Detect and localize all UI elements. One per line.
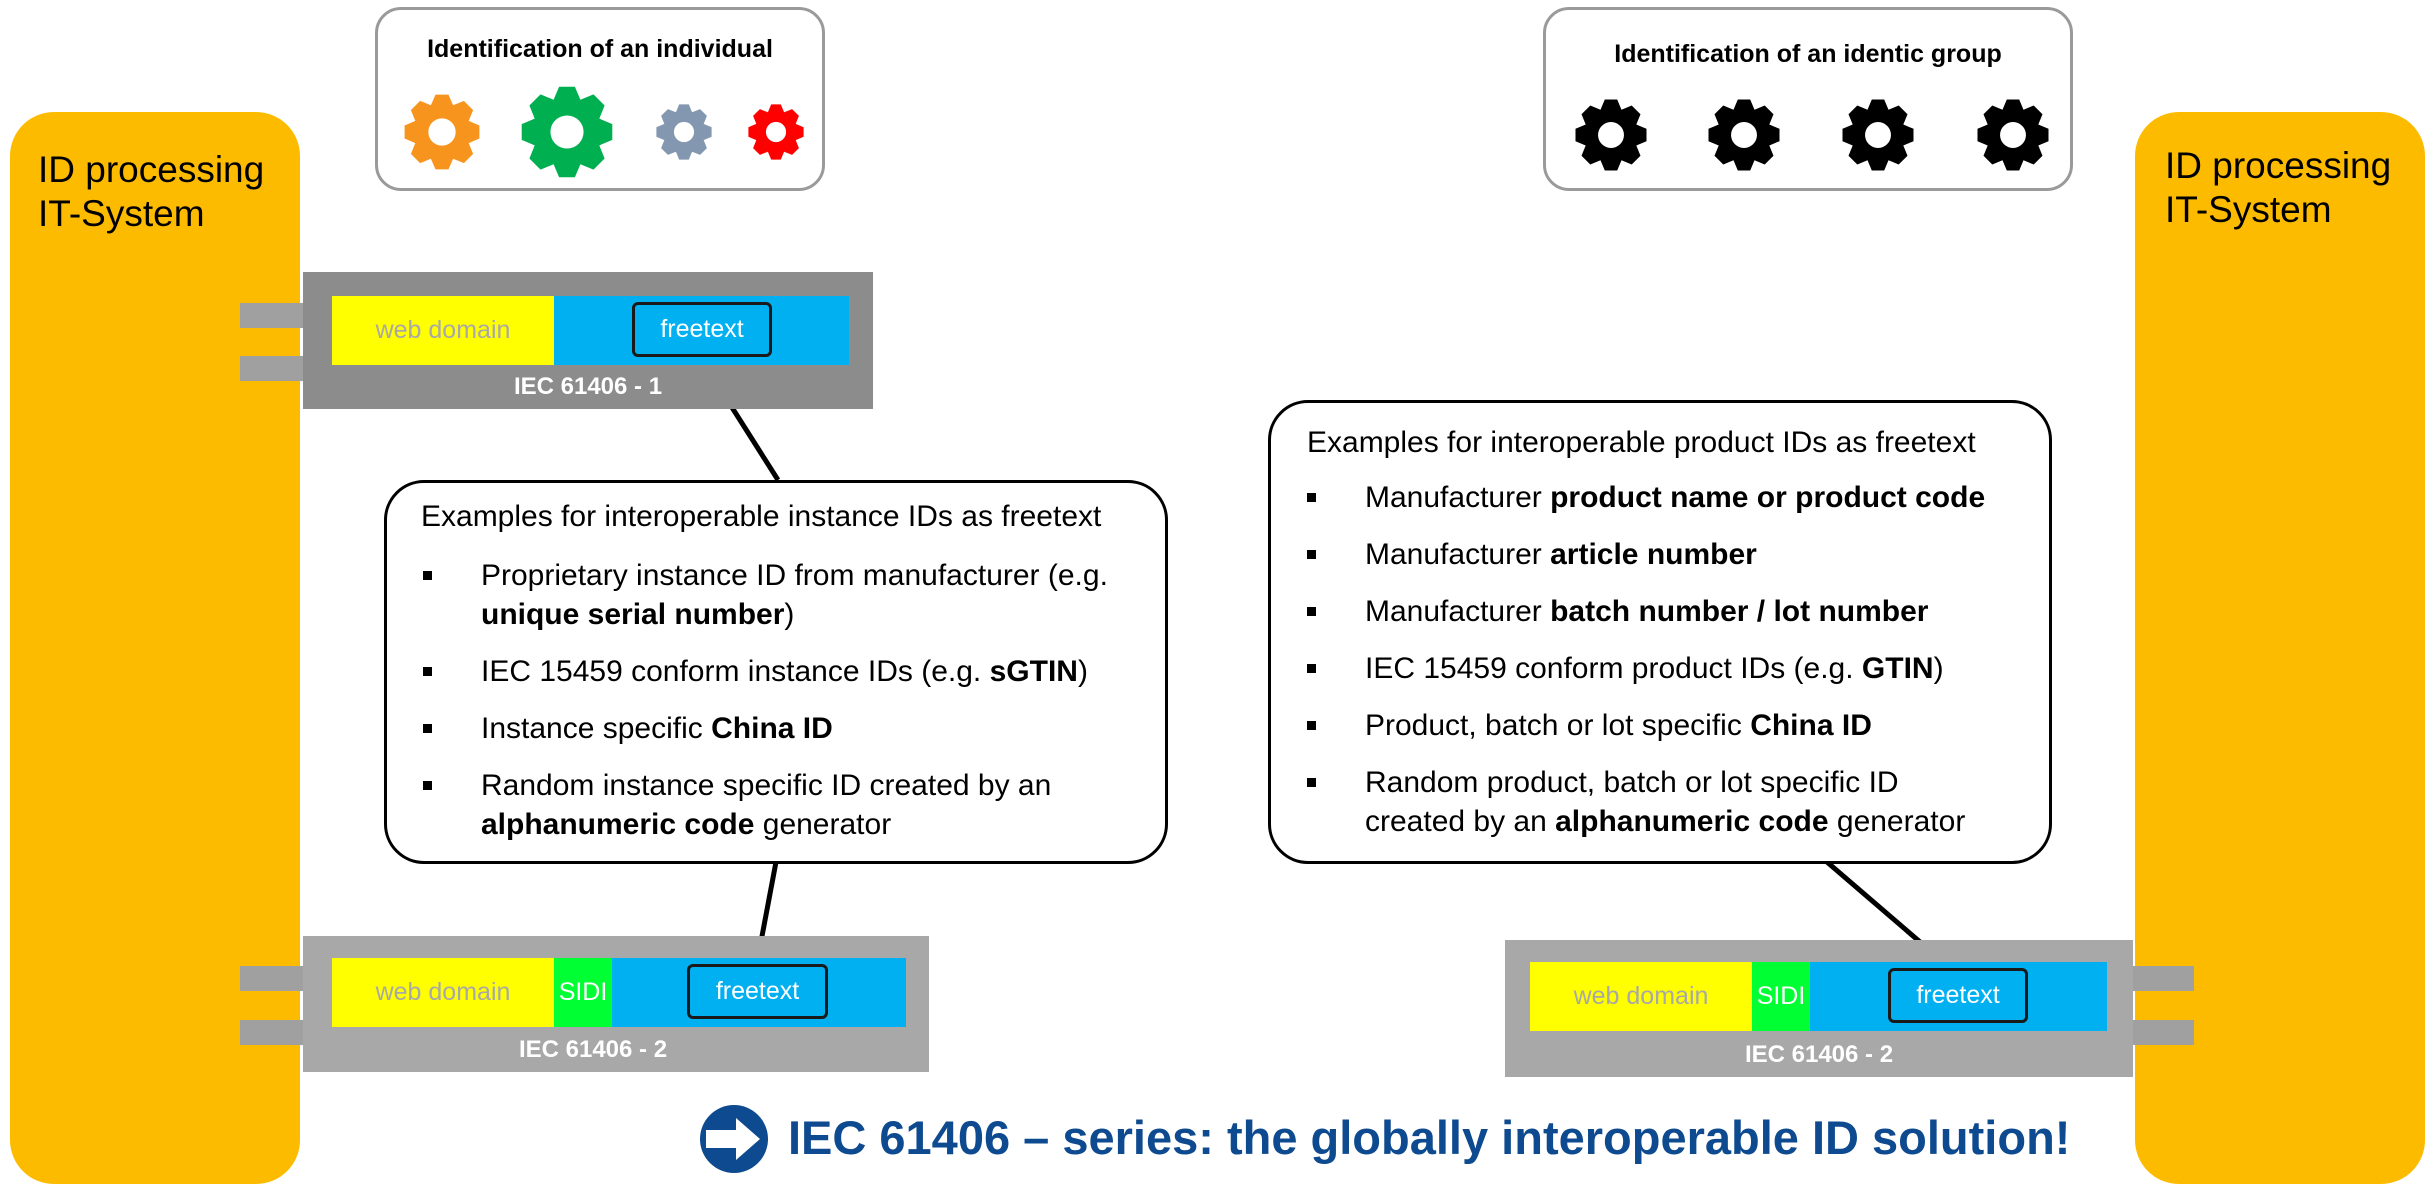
individual-identification-box: Identification of an individual	[375, 7, 825, 191]
connector-pin	[2128, 1020, 2194, 1045]
connector-pin	[2128, 966, 2194, 991]
connector-pin	[240, 356, 306, 381]
standard-label: IEC 61406 - 1	[513, 373, 663, 400]
freetext-segment	[612, 958, 906, 1027]
connector-pin	[240, 966, 306, 991]
instance-example-item: Instance specific China ID	[481, 712, 833, 745]
gear-icon	[1708, 99, 1780, 171]
right-it-system-pillar: ID processing IT-System	[2135, 112, 2425, 1184]
instance-example-item: Random instance specific ID created by a…	[481, 769, 1052, 841]
freetext-segment	[1810, 962, 2107, 1031]
freetext-field: freetext	[687, 964, 828, 1019]
bullet-icon	[423, 571, 432, 580]
instance-ids-callout: Examples for interoperable instance IDs …	[384, 480, 1168, 864]
product-example-item: Manufacturer product name or product cod…	[1365, 481, 1986, 514]
bullet-icon	[1307, 550, 1316, 559]
gear-icon	[656, 104, 712, 160]
product-example-item: Manufacturer batch number / lot number	[1365, 595, 1929, 628]
gear-icon	[404, 94, 480, 170]
bullet-icon	[1307, 721, 1316, 730]
connector-pin	[240, 303, 306, 328]
iec-61406-2-bar-right: web domain SIDI freetext IEC 61406 - 2	[1505, 940, 2133, 1077]
bullet-icon	[1307, 493, 1316, 502]
individual-gears	[404, 86, 804, 178]
footer-conclusion: IEC 61406 – series: the globally interop…	[788, 1111, 2071, 1164]
left-pillar-title: ID processing IT-System	[38, 149, 265, 234]
standard-label: IEC 61406 - 2	[518, 1036, 668, 1063]
web-domain-segment: web domain	[332, 958, 554, 1027]
left-it-system-pillar: ID processing IT-System	[10, 112, 300, 1184]
individual-box-title: Identification of an individual	[427, 35, 773, 63]
standard-label: IEC 61406 - 2	[1744, 1041, 1894, 1068]
gear-icon	[521, 86, 613, 178]
group-box-title: Identification of an identic group	[1614, 40, 2002, 68]
iec-61406-1-bar: web domain freetext IEC 61406 - 1	[303, 272, 873, 409]
product-example-item: IEC 15459 conform product IDs (e.g. GTIN…	[1365, 652, 1944, 685]
sidi-segment: SIDI	[1752, 962, 1810, 1031]
bullet-icon	[1307, 778, 1316, 787]
bullet-icon	[423, 781, 432, 790]
iec-61406-2-bar-left: web domain SIDI freetext IEC 61406 - 2	[303, 936, 929, 1072]
web-domain-segment: web domain	[1530, 962, 1752, 1031]
product-ids-callout: Examples for interoperable product IDs a…	[1268, 400, 2052, 864]
callout-heading: Examples for interoperable product IDs a…	[1307, 426, 1976, 459]
instance-example-item: IEC 15459 conform instance IDs (e.g. sGT…	[481, 655, 1088, 688]
instance-example-item: Proprietary instance ID from manufacture…	[481, 559, 1108, 631]
gear-icon	[1575, 99, 1647, 171]
group-identification-box: Identification of an identic group	[1543, 7, 2073, 191]
gear-icon	[1977, 99, 2049, 171]
freetext-field: freetext	[632, 302, 772, 357]
freetext-field: freetext	[1888, 968, 2028, 1023]
right-pillar-title: ID processing IT-System	[2165, 145, 2392, 230]
freetext-segment	[554, 296, 849, 365]
product-example-item: Product, batch or lot specific China ID	[1365, 709, 1872, 742]
bullet-icon	[1307, 664, 1316, 673]
gear-icon	[1842, 99, 1914, 171]
arrow-circle-icon	[700, 1105, 768, 1173]
bullet-icon	[423, 667, 432, 676]
gear-icon	[748, 104, 804, 160]
sidi-segment: SIDI	[554, 958, 612, 1027]
product-example-item: Random product, batch or lot specific ID…	[1365, 766, 1966, 838]
product-example-item: Manufacturer article number	[1365, 538, 1757, 571]
connector-pin	[240, 1020, 306, 1045]
callout-heading: Examples for interoperable instance IDs …	[421, 500, 1102, 533]
web-domain-segment: web domain	[332, 296, 554, 365]
group-gears	[1575, 99, 2049, 171]
bullet-icon	[423, 724, 432, 733]
bullet-icon	[1307, 607, 1316, 616]
